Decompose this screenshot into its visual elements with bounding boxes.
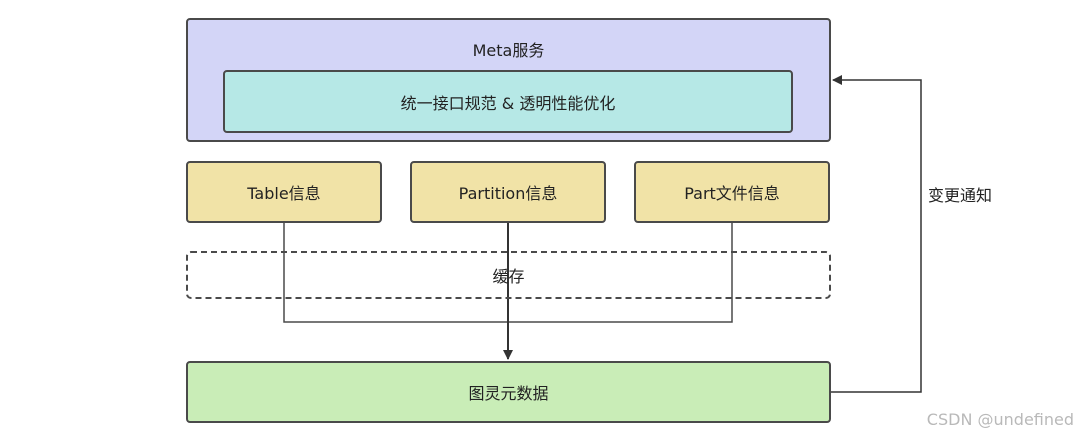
- meta-service-title: Meta服务: [472, 41, 545, 60]
- part-file-info-box: Part文件信息: [634, 161, 830, 223]
- change-notification-arrow: [831, 75, 922, 393]
- partition-info-label: Partition信息: [458, 184, 558, 203]
- table-info-label: Table信息: [247, 184, 321, 203]
- table-to-graph-line: [283, 223, 508, 323]
- graph-metadata-label: 图灵元数据: [468, 384, 549, 403]
- graph-metadata-box: 图灵元数据: [186, 361, 831, 423]
- partition-info-box: Partition信息: [410, 161, 606, 223]
- cache-box: 缓存: [186, 251, 831, 299]
- unified-interface-label: 统一接口规范 & 透明性能优化: [400, 93, 616, 113]
- watermark: CSDN @undefined: [926, 410, 1074, 429]
- cache-label: 缓存: [492, 267, 525, 286]
- part-to-graph-line: [508, 223, 733, 323]
- part-file-info-label: Part文件信息: [684, 184, 780, 203]
- table-info-box: Table信息: [186, 161, 382, 223]
- unified-interface-box: 统一接口规范 & 透明性能优化: [223, 70, 793, 133]
- change-notification-label: 变更通知: [928, 186, 993, 205]
